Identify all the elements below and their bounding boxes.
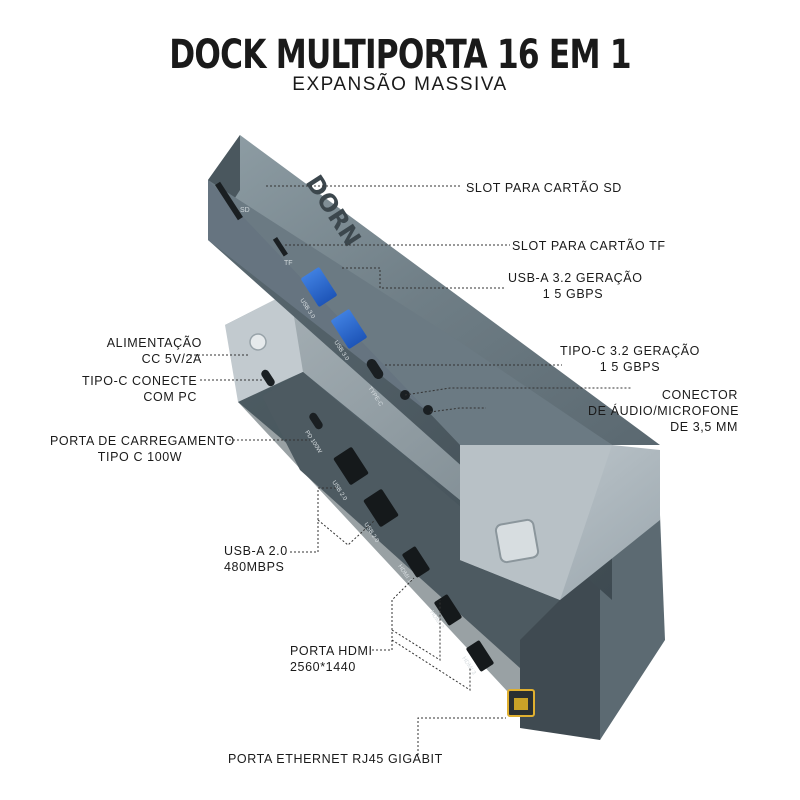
callout-usba20: USB-A 2.0 480MBPS (224, 543, 288, 575)
callout-typec-pc-line-2: COM PC (143, 390, 197, 404)
typec-port-icon (366, 358, 384, 380)
callout-charging: PORTA DE CARREGAMENTO TIPO C 100W (50, 433, 235, 465)
callout-power: ALIMENTAÇÃO CC 5V/2A (92, 335, 202, 367)
pd-port-icon (309, 412, 323, 430)
callout-hdmi: PORTA HDMI 2560*1440 (290, 643, 373, 675)
callout-tf-line-1: SLOT PARA CARTÃO TF (512, 239, 666, 253)
hdmi-port-2-icon (434, 594, 462, 626)
callout-audio: CONECTOR DE ÁUDIO/MICROFONE DE 3,5 MM (588, 387, 738, 435)
usb20-port-1-icon (333, 447, 369, 485)
callout-typec-pc: TIPO-C CONECTE COM PC (82, 373, 197, 405)
tf-slot-icon (272, 236, 288, 257)
upper-ports: SD TF USB 3.0 USB 3.0 TYPE-C (215, 181, 433, 415)
page-title: DOCK MULTIPORTA 16 EM 1 (169, 32, 631, 78)
callout-ethernet: PORTA ETHERNET RJ45 GIGABIT (228, 751, 443, 767)
page-subtitle: EXPANSÃO MASSIVA (292, 74, 508, 95)
callout-charging-line-1: PORTA DE CARREGAMENTO (50, 434, 235, 448)
callout-charging-line-2: TIPO C 100W (97, 450, 183, 464)
callout-sd-line-1: SLOT PARA CARTÃO SD (466, 181, 622, 195)
callout-typec32-line-2: 1 5 GBPS (599, 360, 661, 374)
hdmi-port-3-icon (466, 640, 494, 672)
callout-sd-slot: SLOT PARA CARTÃO SD (466, 180, 622, 196)
usb30-port-1-icon (301, 267, 337, 307)
callout-typec32: TIPO-C 3.2 GERAÇÃO 1 5 GBPS (560, 343, 700, 375)
power-dc-icon (249, 333, 267, 351)
callout-usba20-line-1: USB-A 2.0 (224, 544, 288, 558)
callout-typec32-line-1: TIPO-C 3.2 GERAÇÃO (560, 344, 700, 358)
lower-ports: PD 100W USB 2.0 USB 2.0 HDMI 1 HDMI 2 HD… (249, 333, 535, 717)
callout-usba32-line-2: 1 5 GBPS (542, 287, 604, 301)
typec-pc-port-icon (261, 369, 275, 387)
callout-hdmi-line-2: 2560*1440 (290, 660, 356, 674)
mic-jack-icon (423, 405, 433, 415)
callout-audio-line-1: CONECTOR (661, 388, 738, 402)
sd-slot-icon (215, 181, 243, 221)
callout-usba32-line-1: USB-A 3.2 GERAÇÃO (508, 271, 643, 285)
usb30-port-2-icon (331, 309, 367, 349)
ethernet-contacts-icon (514, 698, 528, 710)
callout-power-line-2: CC 5V/2A (141, 352, 202, 366)
callout-ethernet-line-1: PORTA ETHERNET RJ45 GIGABIT (228, 752, 443, 766)
usb20-port-2-icon (363, 489, 399, 527)
callout-lines (190, 185, 632, 755)
callout-hdmi-line-1: PORTA HDMI (290, 644, 373, 658)
hdmi-port-1-icon (402, 546, 430, 578)
sd-port-label: SD (240, 207, 250, 214)
callout-typec-pc-line-1: TIPO-C CONECTE (82, 374, 198, 388)
callout-audio-line-3: DE 3,5 MM (670, 420, 738, 434)
callout-usba20-line-2: 480MBPS (224, 560, 285, 574)
callout-audio-line-2: DE ÁUDIO/MICROFONE (588, 404, 740, 418)
tf-port-label: TF (284, 260, 293, 267)
callout-power-line-1: ALIMENTAÇÃO (106, 336, 202, 350)
callout-tf-slot: SLOT PARA CARTÃO TF (512, 238, 666, 254)
callout-usba32: USB-A 3.2 GERAÇÃO 1 5 GBPS (508, 270, 643, 302)
power-button-icon (494, 518, 540, 564)
